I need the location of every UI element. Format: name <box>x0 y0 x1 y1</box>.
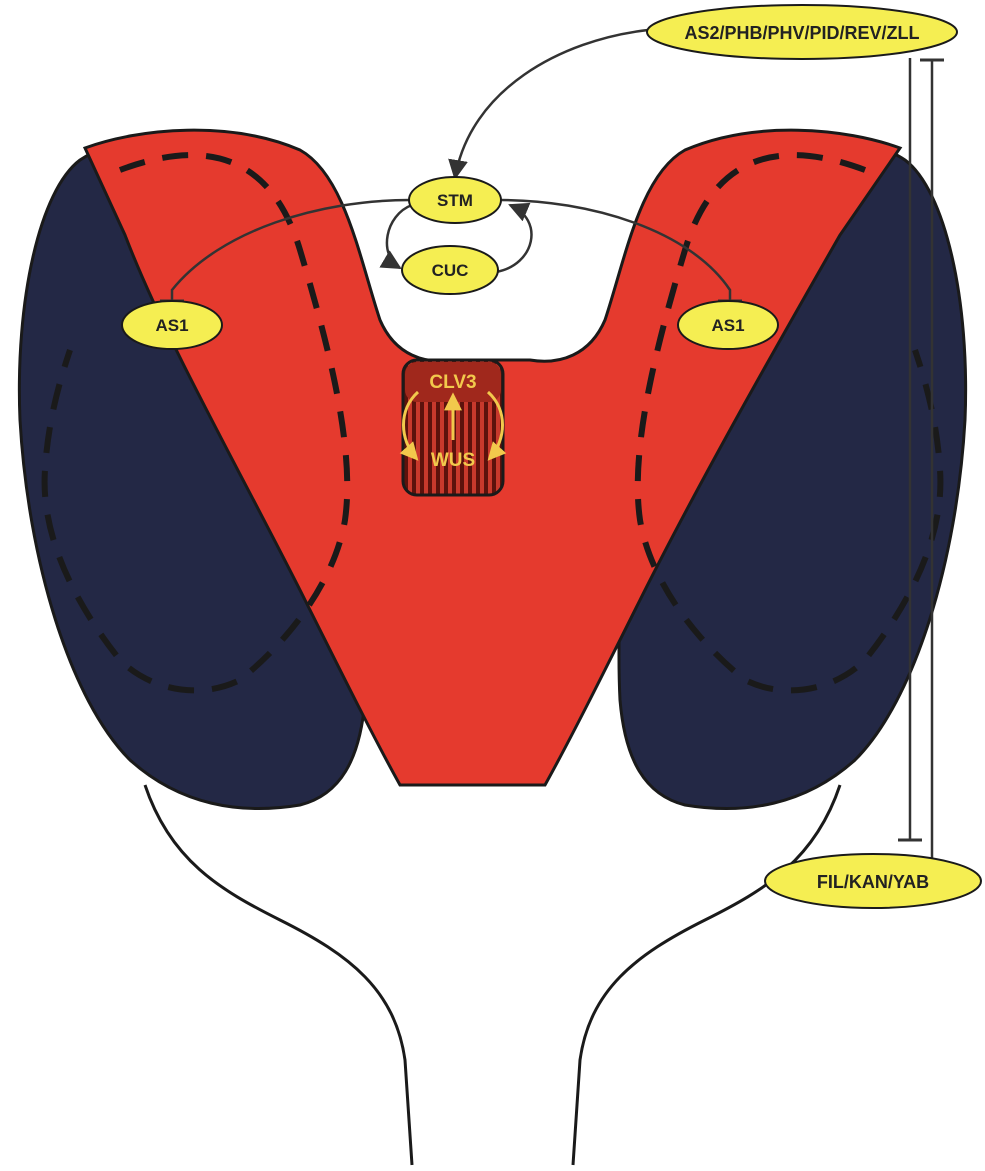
as1-left-label: AS1 <box>155 316 188 335</box>
wus-label: WUS <box>431 450 475 471</box>
node-as1-right: AS1 <box>678 301 778 349</box>
stm-label: STM <box>437 191 473 210</box>
node-cuc: CUC <box>402 246 498 294</box>
cuc-to-stm-arrow <box>496 205 531 272</box>
fil-group-label: FIL/KAN/YAB <box>817 872 929 892</box>
cuc-label: CUC <box>432 261 469 280</box>
as1-right-label: AS1 <box>711 316 744 335</box>
stem-outline <box>145 785 412 1165</box>
stem-outline-right <box>573 785 840 1165</box>
node-as2-group: AS2/PHB/PHV/PID/REV/ZLL <box>647 5 957 59</box>
node-fil-group: FIL/KAN/YAB <box>765 854 981 908</box>
as2-to-stm-arrow <box>455 30 648 178</box>
clv3-label: CLV3 <box>429 372 476 393</box>
node-as1-left: AS1 <box>122 301 222 349</box>
node-stm: STM <box>409 177 501 223</box>
as2-group-label: AS2/PHB/PHV/PID/REV/ZLL <box>684 23 919 43</box>
clv3-wus-center: CLV3 WUS <box>403 360 503 495</box>
